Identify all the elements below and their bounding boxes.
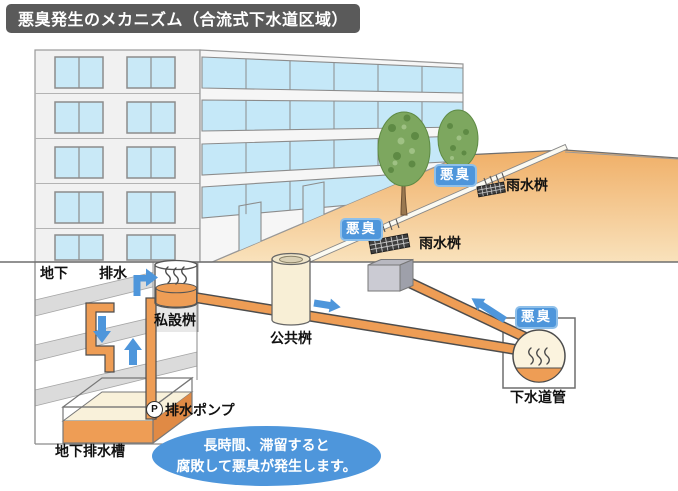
flow-arrow-icon <box>93 316 111 343</box>
sewer-pipe-section <box>512 329 566 383</box>
public-basin-cylinder <box>271 252 311 326</box>
catch-basin <box>367 258 414 292</box>
sewer-pipes <box>191 275 536 358</box>
callout-tail <box>193 433 252 464</box>
building-side <box>199 49 464 263</box>
building-drain-pipe <box>85 302 115 373</box>
flow-arrow-icon <box>124 338 142 365</box>
rain-grate-icon <box>368 233 411 255</box>
riser-pipe <box>145 297 157 420</box>
tree-icon <box>437 109 479 169</box>
private-basin-cylinder <box>154 259 198 309</box>
flow-arrow-icon <box>471 298 507 323</box>
flow-arrow-icon <box>133 268 158 296</box>
tree-icon <box>377 111 431 216</box>
rain-grate-icon <box>476 181 506 198</box>
flow-arrow-icon <box>313 298 341 313</box>
building-front <box>34 49 201 263</box>
